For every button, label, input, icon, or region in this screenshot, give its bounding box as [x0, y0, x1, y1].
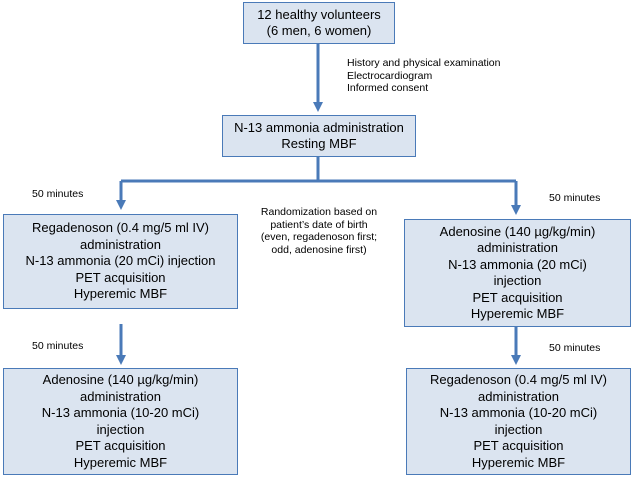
step-line: N-13 ammonia (20 mCi) injection: [25, 253, 216, 269]
right-first-step-box: Adenosine (140 µg/kg/min) administration…: [404, 219, 631, 327]
randomization-line: odd, adenosine first): [271, 243, 367, 256]
left-second-delay: 50 minutes: [32, 340, 84, 352]
screening-line: History and physical examination: [347, 57, 501, 69]
step-line: Regadenoson (0.4 mg/5 ml IV): [31, 220, 210, 236]
randomization-line: patient’s date of birth: [270, 218, 368, 231]
screening-line: Informed consent: [347, 82, 429, 94]
step-line: injection: [493, 273, 542, 288]
step-line: PET acquisition: [472, 289, 563, 305]
volunteers-line: 12 healthy volunteers: [257, 6, 381, 22]
right-second-step-box: Regadenoson (0.4 mg/5 ml IV) administrat…: [406, 368, 631, 475]
step-line: Adenosine (140 µg/kg/min): [42, 372, 199, 387]
randomization-note: Randomization based on patient’s date of…: [248, 206, 390, 256]
resting-line: N-13 ammonia administration: [234, 119, 404, 135]
step-line: injection: [96, 421, 145, 437]
randomization-line: Randomization based on: [260, 206, 378, 218]
volunteers-box: 12 healthy volunteers (6 men, 6 women): [243, 2, 395, 44]
step-line: administration: [478, 388, 559, 404]
step-line: N-13 ammonia (20 mCi): [448, 256, 587, 272]
step-line: injection: [494, 421, 543, 437]
resting-line: Resting MBF: [281, 136, 357, 151]
step-line: PET acquisition: [473, 438, 564, 453]
step-line: PET acquisition: [75, 438, 166, 453]
volunteers-line: (6 men, 6 women): [266, 23, 372, 38]
step-line: PET acquisition: [75, 269, 166, 285]
step-line: Hyperemic MBF: [73, 454, 168, 470]
step-line: administration: [477, 240, 558, 255]
right-second-delay: 50 minutes: [549, 342, 601, 354]
randomization-line: (even, regadenoson first;: [260, 231, 378, 243]
right-first-delay: 50 minutes: [549, 192, 601, 204]
screening-line: Electrocardiogram: [347, 69, 433, 82]
left-first-delay: 50 minutes: [32, 188, 84, 200]
step-line: Hyperemic MBF: [470, 306, 565, 321]
step-line: Adenosine (140 µg/kg/min): [439, 223, 596, 239]
screening-note: History and physical examination Electro…: [347, 57, 501, 95]
step-line: Hyperemic MBF: [471, 454, 566, 470]
step-line: administration: [80, 236, 161, 252]
resting-mbf-box: N-13 ammonia administration Resting MBF: [222, 115, 416, 157]
step-line: Regadenoson (0.4 mg/5 ml IV): [429, 372, 608, 387]
step-line: N-13 ammonia (10-20 mCi): [41, 405, 200, 420]
left-first-step-box: Regadenoson (0.4 mg/5 ml IV) administrat…: [3, 214, 238, 309]
step-line: Hyperemic MBF: [73, 286, 168, 302]
step-line: administration: [80, 388, 161, 404]
left-second-step-box: Adenosine (140 µg/kg/min) administration…: [3, 368, 238, 475]
step-line: N-13 ammonia (10-20 mCi): [439, 405, 598, 420]
